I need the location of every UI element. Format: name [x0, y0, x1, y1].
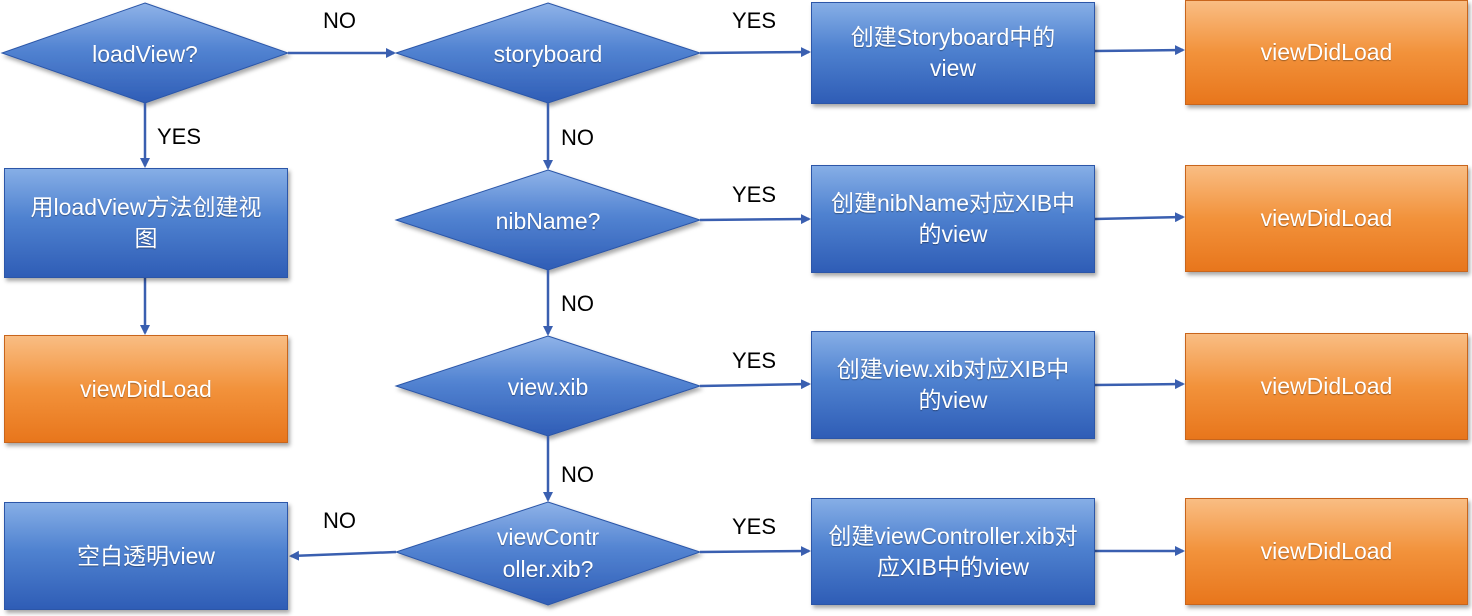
terminal-viewdidload-viewxib-label: viewDidLoad: [1260, 373, 1393, 399]
edge-label-viewcontrollerxib-no: NO: [323, 508, 356, 533]
terminal-viewdidload-loadview: viewDidLoad: [4, 335, 288, 443]
decision-storyboard-label: storyboard: [493, 41, 603, 67]
edge-storyboard-create-to-terminal: [1094, 45, 1185, 56]
edge-viewcontrollerxib-yes: [699, 546, 811, 557]
terminal-viewdidload-loadview-label: viewDidLoad: [80, 375, 212, 402]
terminal-viewdidload-nibname-label: viewDidLoad: [1260, 205, 1393, 231]
process-storyboard-create: 创建Storyboard中的view: [811, 2, 1095, 104]
terminal-viewdidload-viewxib: viewDidLoad: [1185, 333, 1468, 440]
terminal-viewdidload-storyboard-label: viewDidLoad: [1260, 39, 1393, 65]
edge-label-viewxib-no: NO: [561, 462, 594, 487]
edge-label-viewxib-yes: YES: [732, 348, 777, 373]
process-viewcontrollerxib-create: 创建viewController.xib对应XIB中的view: [811, 498, 1095, 605]
decision-viewcontrollerxib-label-line2: oller.xib?: [502, 556, 594, 582]
terminal-viewdidload-nibname: viewDidLoad: [1185, 165, 1468, 272]
edge-label-nibname-yes: YES: [732, 182, 777, 207]
edge-viewxib-yes: [699, 379, 811, 390]
edge-nibname-create-to-terminal: [1094, 212, 1185, 223]
terminal-viewdidload-viewcontrollerxib: viewDidLoad: [1185, 498, 1468, 605]
decision-viewcontrollerxib-shape: [394, 501, 702, 606]
edge-viewcontrollerxib-no: [289, 550, 397, 561]
edge-label-storyboard-yes: YES: [732, 8, 777, 33]
terminal-viewdidload-storyboard: viewDidLoad: [1185, 0, 1468, 105]
edge-storyboard-yes: [699, 47, 811, 58]
edge-label-storyboard-no: NO: [561, 125, 594, 150]
process-blank-view-label: 空白透明view: [76, 542, 215, 569]
edge-label-loadview-no: NO: [323, 8, 356, 33]
edge-viewxib-create-to-terminal: [1094, 379, 1185, 390]
decision-loadview-label: loadView?: [92, 41, 198, 67]
process-nibname-create: 创建nibName对应XIB中的view: [811, 165, 1095, 273]
edge-label-loadview-yes: YES: [157, 124, 202, 149]
edge-label-nibname-no: NO: [561, 291, 594, 316]
decision-viewxib-label: view.xib: [507, 374, 589, 400]
decision-nibname-label: nibName?: [495, 208, 601, 234]
process-blank-view: 空白透明view: [4, 502, 288, 610]
edge-nibname-yes: [699, 214, 811, 225]
process-viewxib-create-label: 创建view.xib对应XIB中的view: [836, 356, 1070, 413]
process-viewxib-create: 创建view.xib对应XIB中的view: [811, 331, 1095, 439]
decision-viewcontrollerxib-label-line1: viewContr: [496, 524, 600, 550]
process-loadview-create: 用loadView方法创建视图: [4, 168, 288, 278]
process-loadview-create-label: 用loadView方法创建视图: [30, 194, 262, 251]
edge-label-viewcontrollerxib-yes: YES: [732, 514, 777, 539]
process-viewcontrollerxib-create-label: 创建viewController.xib对应XIB中的view: [828, 522, 1078, 580]
process-nibname-create-label: 创建nibName对应XIB中的view: [830, 190, 1076, 247]
process-storyboard-create-label: 创建Storyboard中的view: [850, 24, 1056, 81]
terminal-viewdidload-viewcontrollerxib-label: viewDidLoad: [1260, 538, 1393, 564]
